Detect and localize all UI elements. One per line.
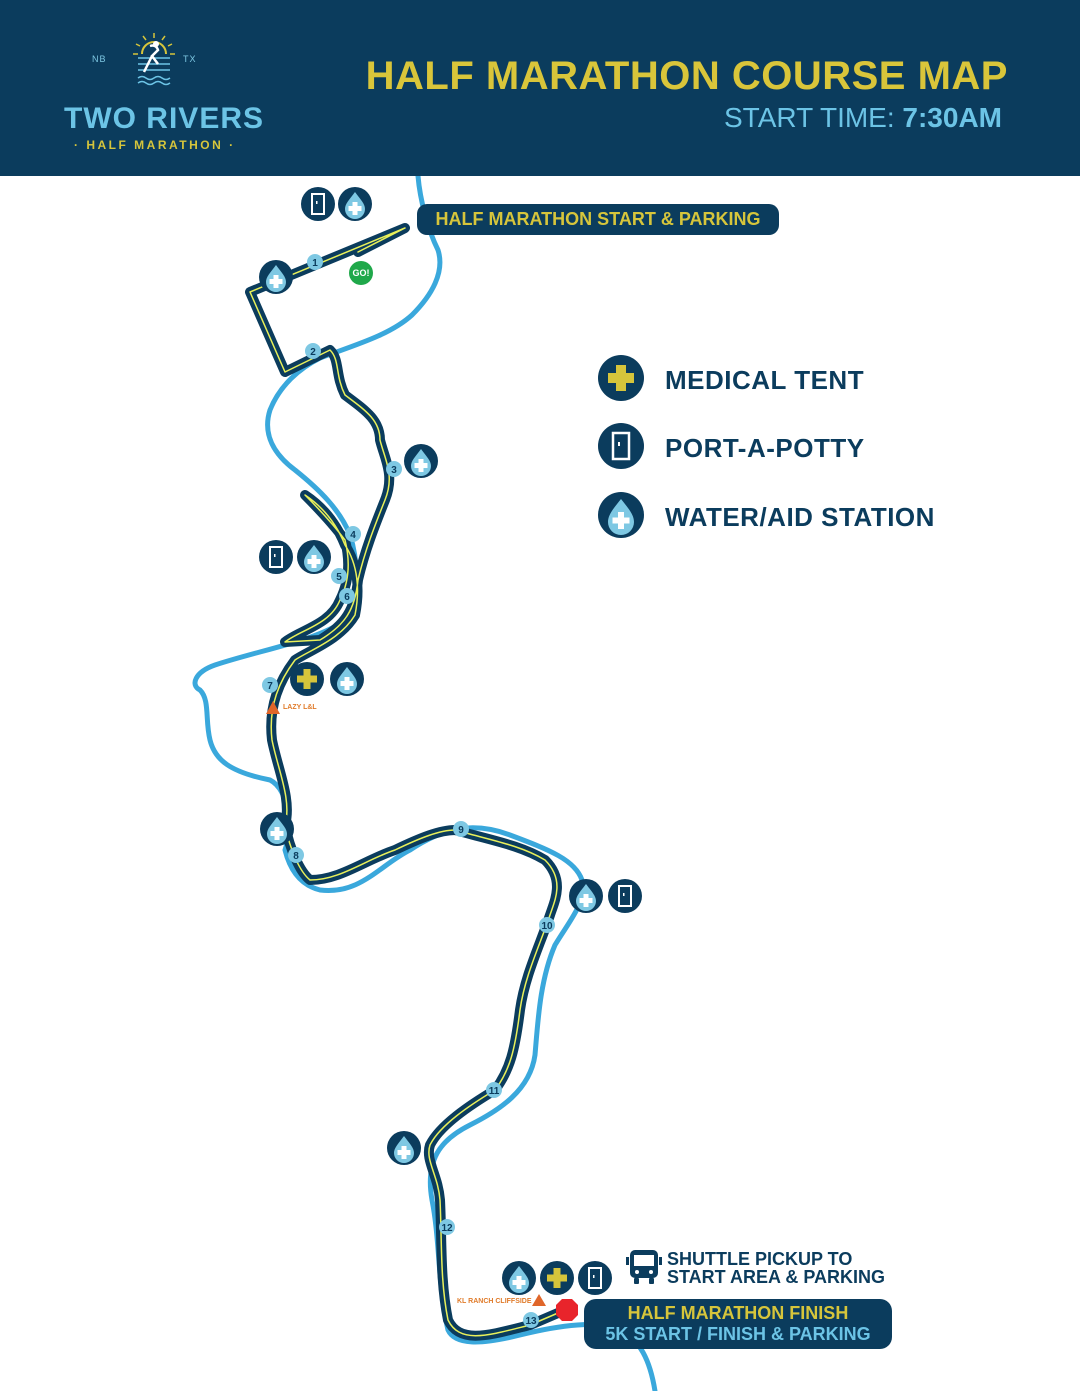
mile-marker-2: 2: [305, 343, 321, 359]
finish-marker-icon: [556, 1299, 578, 1321]
finish-line-1: HALF MARATHON FINISH: [627, 1303, 849, 1323]
medical-tent-icon: [540, 1261, 574, 1295]
shuttle-line-2: START AREA & PARKING: [667, 1267, 885, 1287]
port-a-potty-icon: [258, 539, 294, 575]
svg-text:7: 7: [267, 681, 273, 692]
start-time-label: START TIME:: [724, 102, 895, 133]
svg-text:5: 5: [336, 572, 342, 583]
legend-item-water-aid: WATER/AID STATION: [598, 492, 958, 538]
mile-marker-3: 3: [386, 461, 402, 477]
logo-state-nb: NB: [92, 54, 107, 64]
svg-text:1: 1: [312, 258, 318, 269]
legend-label: PORT-A-POTTY: [665, 433, 865, 463]
svg-text:11: 11: [489, 1086, 500, 1097]
mile-markers: 1 2 3 4 5 6 7 8 9 10 11 12 13: [262, 254, 555, 1328]
start-parking-label: HALF MARATHON START & PARKING: [417, 204, 779, 235]
finish-line-2: 5K START / FINISH & PARKING: [605, 1324, 871, 1344]
svg-text:10: 10: [541, 921, 553, 932]
landmark-kl-ranch-icon: [532, 1294, 546, 1306]
finish-label: HALF MARATHON FINISH 5K START / FINISH &…: [584, 1299, 892, 1349]
svg-text:8: 8: [293, 851, 299, 862]
medical-tent-icon: [598, 355, 644, 401]
mile-marker-6: 6: [339, 588, 355, 604]
svg-text:12: 12: [441, 1223, 453, 1234]
shuttle-text: SHUTTLE PICKUP TO START AREA & PARKING: [667, 1250, 885, 1286]
course-map: 1 2 3 4 5 6 7 8 9 10 11 12 13: [192, 176, 658, 1391]
water-aid-icon: [338, 187, 372, 221]
start-time-value: 7:30AM: [902, 102, 1002, 133]
landmark-lazy-ll-label: LAZY L&L: [283, 704, 317, 711]
legend-item-port-a-potty: PORT-A-POTTY: [598, 423, 958, 469]
legend-label: WATER/AID STATION: [665, 502, 935, 532]
water-aid-icon: [598, 492, 644, 538]
water-aid-icon: [330, 662, 364, 696]
go-start-marker: GO!: [349, 261, 373, 285]
water-aid-icon: [404, 444, 438, 478]
shuttle-line-1: SHUTTLE PICKUP TO: [667, 1249, 853, 1269]
port-a-potty-icon: [300, 186, 336, 222]
water-aid-icon: [569, 879, 603, 913]
svg-text:4: 4: [350, 530, 356, 541]
two-rivers-logo-icon: [133, 33, 175, 86]
landmark-kl-ranch-label: KL RANCH CLIFFSIDE: [457, 1298, 532, 1305]
mile-marker-8: 8: [288, 847, 304, 863]
water-aid-icon: [259, 260, 293, 294]
svg-text:2: 2: [310, 347, 316, 358]
bus-icon: [626, 1250, 662, 1284]
svg-text:6: 6: [344, 592, 350, 603]
mile-marker-13: 13: [523, 1312, 539, 1328]
water-aid-icon: [297, 540, 331, 574]
water-aid-icon: [502, 1261, 536, 1295]
start-time: START TIME: 7:30AM: [724, 102, 1002, 134]
legend-item-medical-tent: MEDICAL TENT: [598, 355, 958, 401]
svg-text:13: 13: [525, 1316, 537, 1327]
mile-marker-10: 10: [539, 917, 555, 933]
mile-marker-12: 12: [439, 1219, 455, 1235]
course-route: [245, 223, 570, 1341]
water-aid-icon: [260, 812, 294, 846]
header: NB TX TWO RIVERS · HALF MARATHON · HALF …: [0, 0, 1080, 176]
mile-marker-9: 9: [453, 821, 469, 837]
port-a-potty-icon: [577, 1260, 613, 1296]
mile-marker-11: 11: [486, 1082, 502, 1098]
port-a-potty-icon: [607, 878, 643, 914]
river: [192, 176, 658, 1391]
legend-label: MEDICAL TENT: [665, 365, 865, 395]
mile-marker-4: 4: [345, 526, 361, 542]
mile-marker-5: 5: [331, 568, 347, 584]
svg-text:9: 9: [458, 825, 464, 836]
landmark-lazy-ll-icon: [266, 701, 280, 714]
port-a-potty-icon: [598, 423, 644, 469]
svg-text:3: 3: [391, 465, 397, 476]
page-title: HALF MARATHON COURSE MAP: [365, 54, 1008, 98]
water-aid-icon: [387, 1131, 421, 1165]
logo-name: TWO RIVERS: [64, 102, 265, 135]
logo-subtitle: · HALF MARATHON ·: [74, 138, 236, 152]
logo-state-tx: TX: [183, 54, 197, 64]
medical-tent-icon: [290, 662, 324, 696]
mile-marker-1: 1: [307, 254, 323, 270]
mile-marker-7: 7: [262, 677, 278, 693]
